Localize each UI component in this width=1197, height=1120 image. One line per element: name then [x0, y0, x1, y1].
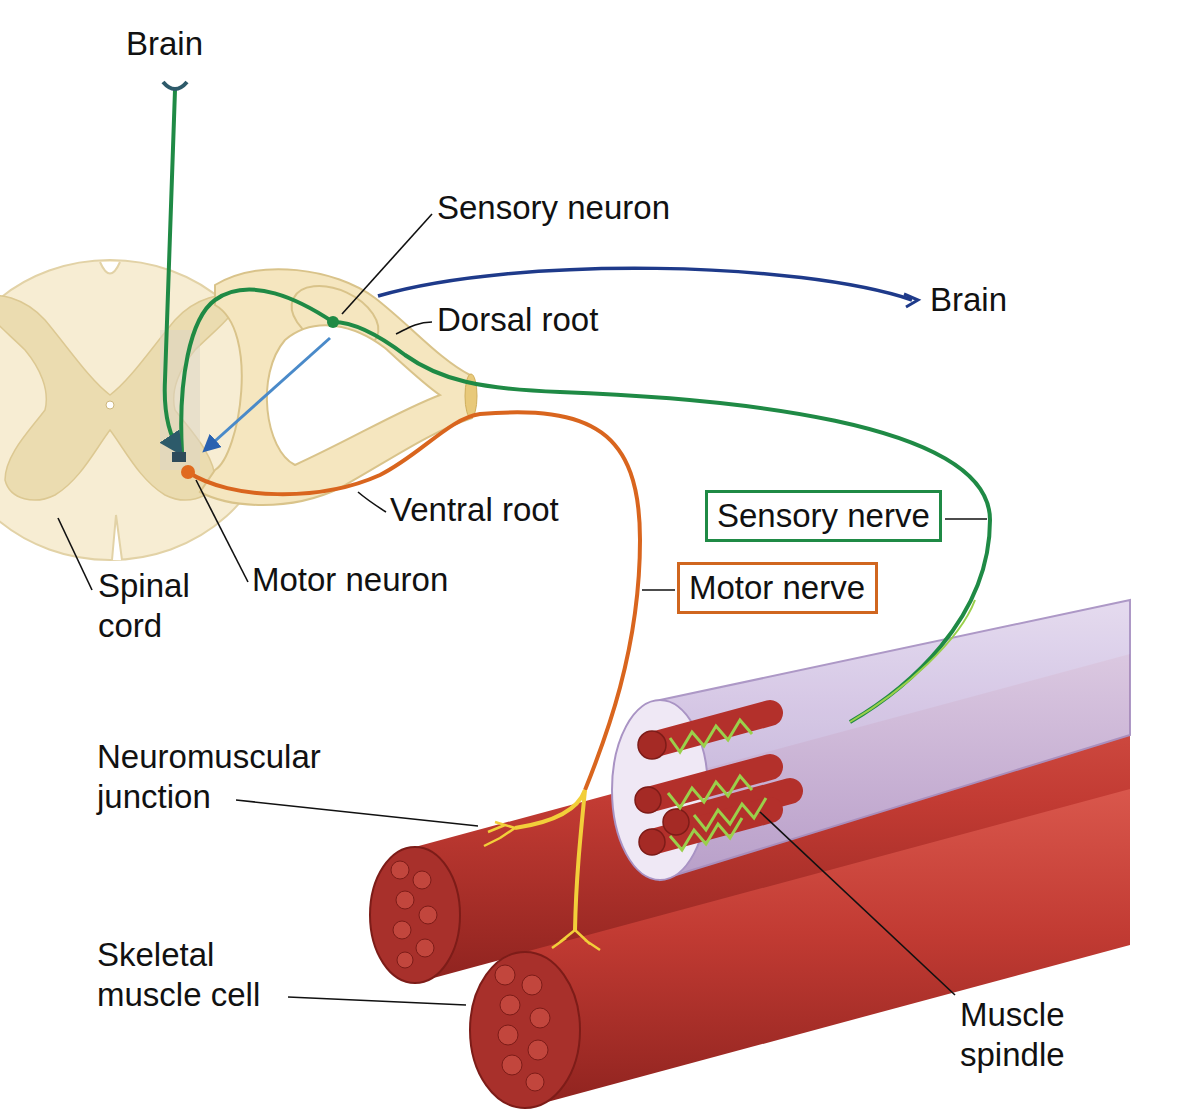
myofibril — [498, 1025, 518, 1045]
nerve-label: Motor nerve — [689, 569, 865, 606]
myofibril — [495, 965, 515, 985]
motor-branch — [515, 790, 585, 828]
leader-line — [196, 480, 248, 582]
part-label: Skeletal muscle cell — [97, 935, 307, 1014]
brain-terminal — [163, 82, 187, 89]
part-label: Brain — [126, 24, 203, 64]
motor-neuron-path — [188, 412, 640, 790]
myofibril — [500, 995, 520, 1015]
part-label: Brain — [930, 280, 1007, 320]
annulospiral-ending — [670, 720, 752, 752]
myofibril — [528, 1040, 548, 1060]
myofibril — [502, 1055, 522, 1075]
myofibril — [526, 1073, 544, 1091]
fiber-end — [635, 787, 661, 813]
motor-end-plates — [484, 822, 600, 950]
motor-branch — [575, 790, 585, 930]
myofibril — [413, 871, 431, 889]
end-plate — [552, 930, 600, 950]
fiber-end — [639, 829, 665, 855]
myofibril — [416, 939, 434, 957]
descending-path — [165, 90, 180, 452]
leader-line — [760, 812, 955, 995]
part-label: Neuromuscular junction — [97, 737, 367, 816]
nerve-label-box: Sensory nerve — [705, 490, 942, 542]
dorsal-sulcus — [100, 262, 120, 274]
myofibril — [393, 921, 411, 939]
muscle-end — [470, 952, 580, 1108]
ascending-tract — [378, 268, 912, 300]
myofibril — [530, 1008, 550, 1028]
nerve-label: Sensory nerve — [717, 497, 930, 534]
leader-line — [945, 518, 987, 520]
nerve-roots — [200, 269, 472, 505]
part-label: Sensory neuron — [437, 188, 670, 228]
grey-matter — [0, 296, 236, 500]
myofibril-texture — [391, 861, 437, 968]
central-canal — [106, 401, 114, 409]
annulospiral-ending — [668, 776, 752, 808]
nerve-label-box: Motor nerve — [677, 562, 878, 614]
leader-line — [342, 214, 432, 314]
tract-terminal — [904, 294, 918, 307]
muscle-fiber — [525, 789, 1130, 1108]
myofibril — [397, 952, 413, 968]
part-label: Ventral root — [390, 490, 559, 530]
end-plate — [484, 822, 515, 846]
leader-line — [58, 518, 92, 590]
ventral-fissure — [112, 515, 122, 560]
fiber-end — [638, 731, 666, 759]
leader-line — [236, 800, 478, 826]
fiber-end — [663, 809, 689, 835]
myofibril — [522, 975, 542, 995]
leader-line — [642, 589, 675, 591]
interneuron-arrow — [205, 338, 330, 450]
sensory-neuron-path — [181, 290, 990, 722]
sensory-cell-body — [327, 316, 339, 328]
leader-line — [396, 322, 432, 334]
muscle-end — [370, 847, 460, 983]
myofibril — [396, 891, 414, 909]
part-label: Muscle spindle — [960, 995, 1110, 1074]
sensory-highlight — [850, 600, 975, 722]
myofibril-texture — [495, 965, 550, 1091]
part-label: Spinal cord — [98, 566, 228, 645]
root-gap — [267, 325, 440, 465]
annulospiral-ending — [694, 798, 766, 830]
intrafusal-fibers — [648, 713, 790, 842]
synapse-terminal — [172, 452, 186, 462]
leader-line — [288, 997, 466, 1005]
leader-line — [358, 492, 386, 512]
sensory-spirals — [668, 720, 766, 850]
myofibril — [419, 906, 437, 924]
part-label: Dorsal root — [437, 300, 598, 340]
myofibril — [391, 861, 409, 879]
part-label: Motor neuron — [252, 560, 448, 600]
motor-cell-body — [181, 465, 195, 479]
annulospiral-ending — [670, 818, 742, 850]
intrafusal-fiber — [652, 713, 770, 745]
leader-lines — [58, 214, 987, 1005]
